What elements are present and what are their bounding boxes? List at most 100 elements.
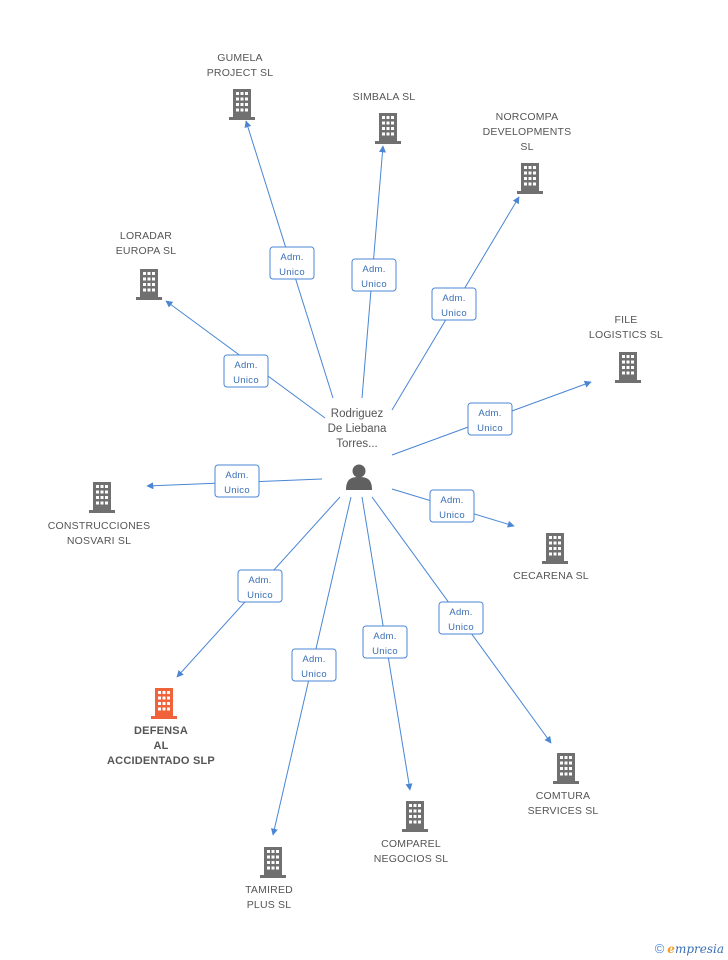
company-node-comparel[interactable]: COMPAREL NEGOCIOS SL — [374, 801, 449, 865]
company-node-cecarena[interactable]: CECARENA SL — [513, 533, 589, 582]
edge-label-line: Adm. — [442, 293, 465, 304]
edge-label-cecarena[interactable]: Adm. Unico — [429, 489, 475, 523]
edge-label-simbala[interactable]: Adm. Unico — [351, 258, 397, 292]
edge-label-line: Unico — [439, 510, 465, 521]
edge-label-comparel[interactable]: Adm. Unico — [362, 625, 408, 659]
center-name-line-2: De Liebana — [328, 423, 387, 435]
company-name-line: LOGISTICS SL — [589, 329, 663, 341]
edge-label-line: Unico — [477, 423, 503, 434]
edge-label-line: Unico — [279, 267, 305, 278]
company-node-gumela[interactable]: GUMELA PROJECT SL — [207, 52, 274, 120]
company-name-line: AL — [153, 740, 168, 752]
company-name-line: DEFENSA — [134, 725, 188, 737]
building-icon — [229, 89, 255, 120]
edge-label-box — [438, 601, 484, 635]
center-name-line-1: Rodriguez — [331, 408, 384, 420]
brand-logo: empresia — [667, 942, 724, 956]
company-name-line: CECARENA SL — [513, 570, 589, 582]
company-name-line: PLUS SL — [247, 899, 292, 911]
edge-label-line: Unico — [233, 375, 259, 386]
company-name-line: COMTURA — [536, 790, 590, 802]
edge-label-box — [351, 258, 397, 292]
edge-label-line: Adm. — [302, 654, 325, 665]
company-name-line: ACCIDENTADO SLP — [107, 755, 215, 767]
company-name-line: NOSVARI SL — [67, 535, 131, 547]
edge-label-line: Adm. — [248, 575, 271, 586]
edge-label-line: Adm. — [225, 470, 248, 481]
person-icon — [346, 464, 372, 490]
brand-initial: e — [667, 941, 675, 956]
edge-label-line: Adm. — [440, 495, 463, 506]
company-name-line: GUMELA — [217, 52, 263, 64]
edge-label-line: Adm. — [234, 360, 257, 371]
edge-label-file[interactable]: Adm. Unico — [467, 402, 513, 436]
company-name-line: SIMBALA SL — [353, 91, 416, 103]
company-node-construcciones[interactable]: CONSTRUCCIONES NOSVARI SL — [48, 482, 151, 547]
edge-label-line: Adm. — [478, 408, 501, 419]
building-icon — [542, 533, 568, 564]
company-node-comtura[interactable]: COMTURA SERVICES SL — [528, 753, 599, 817]
edge-label-line: Unico — [361, 279, 387, 290]
edge-label-box — [237, 569, 283, 603]
building-icon — [260, 847, 286, 878]
edge-label-line: Unico — [448, 622, 474, 633]
company-name-line: TAMIRED — [245, 884, 293, 896]
building-icon — [89, 482, 115, 513]
edge-label-norcompa[interactable]: Adm. Unico — [431, 287, 477, 321]
edge-label-line: Unico — [301, 669, 327, 680]
edge-label-gumela[interactable]: Adm. Unico — [269, 246, 315, 280]
footer-brand[interactable]: © empresia — [655, 941, 724, 956]
company-name-line: LORADAR — [120, 230, 172, 242]
edge-label-box — [362, 625, 408, 659]
edge-label-box — [431, 287, 477, 321]
company-name-line: PROJECT SL — [207, 67, 274, 79]
edge-label-box — [214, 464, 260, 498]
edge-label-comtura[interactable]: Adm. Unico — [438, 601, 484, 635]
edge-label-line: Unico — [224, 485, 250, 496]
edge-label-box — [269, 246, 315, 280]
edge-label-line: Unico — [247, 590, 273, 601]
edge-label-construcciones[interactable]: Adm. Unico — [214, 464, 260, 498]
edge-label-line: Adm. — [449, 607, 472, 618]
edge-label-box — [429, 489, 475, 523]
edge-label-box — [223, 354, 269, 388]
building-icon — [151, 688, 177, 719]
nodes-layer: GUMELA PROJECT SL SIMBALA SL NORCOMPADEVELO… — [48, 52, 663, 911]
company-name-line: SL — [520, 141, 533, 153]
company-name-line: SERVICES SL — [528, 805, 599, 817]
company-name-line: FILE — [615, 314, 638, 326]
building-icon — [136, 269, 162, 300]
edge-label-defensa[interactable]: Adm. Unico — [237, 569, 283, 603]
company-node-tamired[interactable]: TAMIRED PLUS SL — [245, 847, 293, 911]
building-icon — [553, 753, 579, 784]
edge-label-tamired[interactable]: Adm. Unico — [291, 648, 337, 682]
edge-label-line: Unico — [372, 646, 398, 657]
building-icon — [375, 113, 401, 144]
company-name-line: NEGOCIOS SL — [374, 853, 449, 865]
company-node-defensa[interactable]: DEFENSA AL ACCIDENTADO SLP — [107, 688, 215, 767]
company-name-line: NORCOMPA — [496, 111, 559, 123]
edge-label-loradar[interactable]: Adm. Unico — [223, 354, 269, 388]
center-name-line-3: Torres... — [336, 438, 378, 450]
company-name-line: CONSTRUCCIONES — [48, 520, 151, 532]
company-name-line: COMPAREL — [381, 838, 441, 850]
building-icon — [615, 352, 641, 383]
brand-name: mpresia — [674, 941, 724, 956]
edge-label-line: Adm. — [373, 631, 396, 642]
company-node-file[interactable]: FILE LOGISTICS SL — [589, 314, 663, 383]
company-node-simbala[interactable]: SIMBALA SL — [353, 91, 416, 144]
edge-label-box — [467, 402, 513, 436]
edge-label-box — [291, 648, 337, 682]
center-person[interactable]: Rodriguez De Liebana Torres... — [328, 408, 387, 490]
building-icon — [402, 801, 428, 832]
edge-label-line: Adm. — [280, 252, 303, 263]
building-icon — [517, 163, 543, 194]
edge-label-line: Adm. — [362, 264, 385, 275]
edge-label-line: Unico — [441, 308, 467, 319]
copyright-icon: © — [654, 941, 665, 956]
